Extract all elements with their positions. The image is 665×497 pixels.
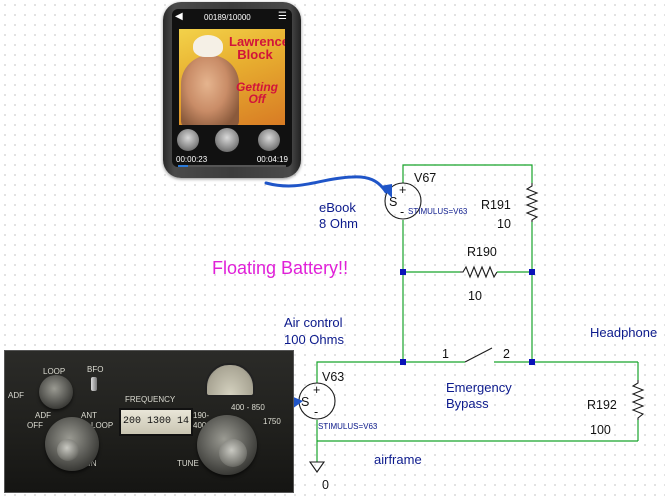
cover-figure <box>181 55 239 125</box>
progress-fill <box>178 165 188 167</box>
switch-blade <box>464 347 493 363</box>
air-control-label: Air control <box>284 315 343 330</box>
next-button-icon <box>258 129 280 151</box>
loop-knob-icon <box>39 375 73 409</box>
r192-resistor[interactable]: R192 100 <box>587 380 645 437</box>
emergency-label: Emergency <box>446 380 512 395</box>
frequency-label: FREQUENCY <box>125 395 176 404</box>
tune-knob-icon <box>197 415 257 475</box>
v63-minus-sign: - <box>314 405 318 419</box>
play-button-icon <box>215 128 239 152</box>
junction-dot <box>400 269 406 275</box>
cover-title: Getting Off <box>236 80 278 106</box>
radio-arrowhead <box>291 396 303 409</box>
wire-v63-top <box>316 361 403 383</box>
r190-resistor[interactable]: R190 10 <box>460 245 498 303</box>
v63-terminal-label: S <box>301 395 309 409</box>
air-control-impedance: 100 Ohms <box>284 332 344 347</box>
floating-battery-label: Floating Battery!! <box>212 258 348 278</box>
tune-label: TUNE <box>177 459 199 468</box>
r192-value: 100 <box>590 423 611 437</box>
previous-button-icon <box>177 129 199 151</box>
ebook-label: eBook <box>319 200 356 215</box>
ant-label: ANT <box>81 411 97 420</box>
v67-stimulus: STIMULUS=V63 <box>408 207 468 216</box>
band-400-label: 400 <box>193 421 207 430</box>
r191-value: 10 <box>497 217 511 231</box>
v67-source-circle <box>384 182 422 220</box>
headphone-label: Headphone <box>590 325 657 340</box>
band-1750-label: 1750 <box>263 417 281 426</box>
progress-bar <box>178 165 286 167</box>
airframe-label: airframe <box>374 452 422 467</box>
off-label: OFF <box>27 421 43 430</box>
r191-zigzag <box>525 183 539 222</box>
band-190-label: 190- <box>193 411 210 420</box>
junctions <box>400 269 535 365</box>
r192-label: R192 <box>587 398 617 412</box>
switch-pin-2: 2 <box>503 347 510 361</box>
cover-author: Lawrence Block <box>229 34 285 62</box>
v63-stimulus: STIMULUS=V63 <box>318 422 378 431</box>
v67-source[interactable]: + - S V67 STIMULUS=V63 <box>384 171 468 220</box>
adf-side-label: ADF <box>8 391 24 400</box>
signal-meter-icon <box>205 363 255 397</box>
frequency-display: 200 1300 14 <box>119 408 193 436</box>
r190-zigzag <box>460 265 498 279</box>
book-cover: Lawrence Block Getting Off <box>179 29 285 125</box>
player-screen: ◀ 00189/10000 ☰ Lawrence Block Getting O… <box>172 9 292 167</box>
r192-zigzag <box>631 380 645 420</box>
v67-plus-sign: + <box>399 183 406 197</box>
bypass-label: Bypass <box>446 396 489 411</box>
band-400-850-label: 400 - 850 <box>231 403 265 412</box>
gain-knob-icon <box>45 417 99 471</box>
ground-symbol: 0 <box>308 461 329 492</box>
track-counter: 00189/10000 <box>204 13 251 22</box>
junction-dot <box>529 359 535 365</box>
loop-mode-label: LOOP <box>91 421 114 430</box>
adf-mode-label: ADF <box>35 411 51 420</box>
player-status-bar: ◀ 00189/10000 ☰ <box>172 9 292 27</box>
cover-hat <box>193 35 223 57</box>
v67-terminal-label: S <box>389 195 397 209</box>
v67-minus-sign: - <box>400 205 404 219</box>
v63-source[interactable]: + - S V63 STIMULUS=V63 <box>298 370 378 431</box>
loop-label: LOOP <box>43 367 66 376</box>
v63-label: V63 <box>322 370 344 384</box>
r190-label: R190 <box>467 245 497 259</box>
r191-label: R191 <box>481 198 511 212</box>
ebook-player-image: ◀ 00189/10000 ☰ Lawrence Block Getting O… <box>163 2 301 178</box>
wire-top <box>402 164 533 183</box>
r191-resistor[interactable]: R191 10 <box>481 183 539 231</box>
ebook-arrowhead <box>380 184 392 198</box>
annotations: eBook 8 Ohm Floating Battery!! Air contr… <box>212 200 657 467</box>
back-icon: ◀ <box>175 11 183 22</box>
adf-radio-image: ADF LOOP BFO ADF OFF ANT LOOP FREQUENCY … <box>4 350 294 493</box>
ground-label: 0 <box>322 478 329 492</box>
ebook-arrow <box>264 175 388 194</box>
junction-dot <box>529 269 535 275</box>
elapsed-time: 00:00:23 <box>176 155 208 164</box>
v63-plus-sign: + <box>313 383 320 397</box>
menu-icon: ☰ <box>278 11 287 22</box>
r190-value: 10 <box>468 289 482 303</box>
emergency-bypass-switch[interactable]: 1 2 <box>442 347 510 363</box>
ebook-impedance: 8 Ohm <box>319 216 358 231</box>
bfo-label: BFO <box>87 365 104 374</box>
junction-dot <box>400 359 406 365</box>
total-time: 00:04:19 <box>256 155 288 164</box>
player-controls <box>172 127 292 153</box>
v67-label: V67 <box>414 171 436 185</box>
wires <box>316 164 639 462</box>
switch-pin-1: 1 <box>442 347 449 361</box>
ground-triangle <box>308 461 326 473</box>
bfo-toggle-icon <box>91 377 97 391</box>
